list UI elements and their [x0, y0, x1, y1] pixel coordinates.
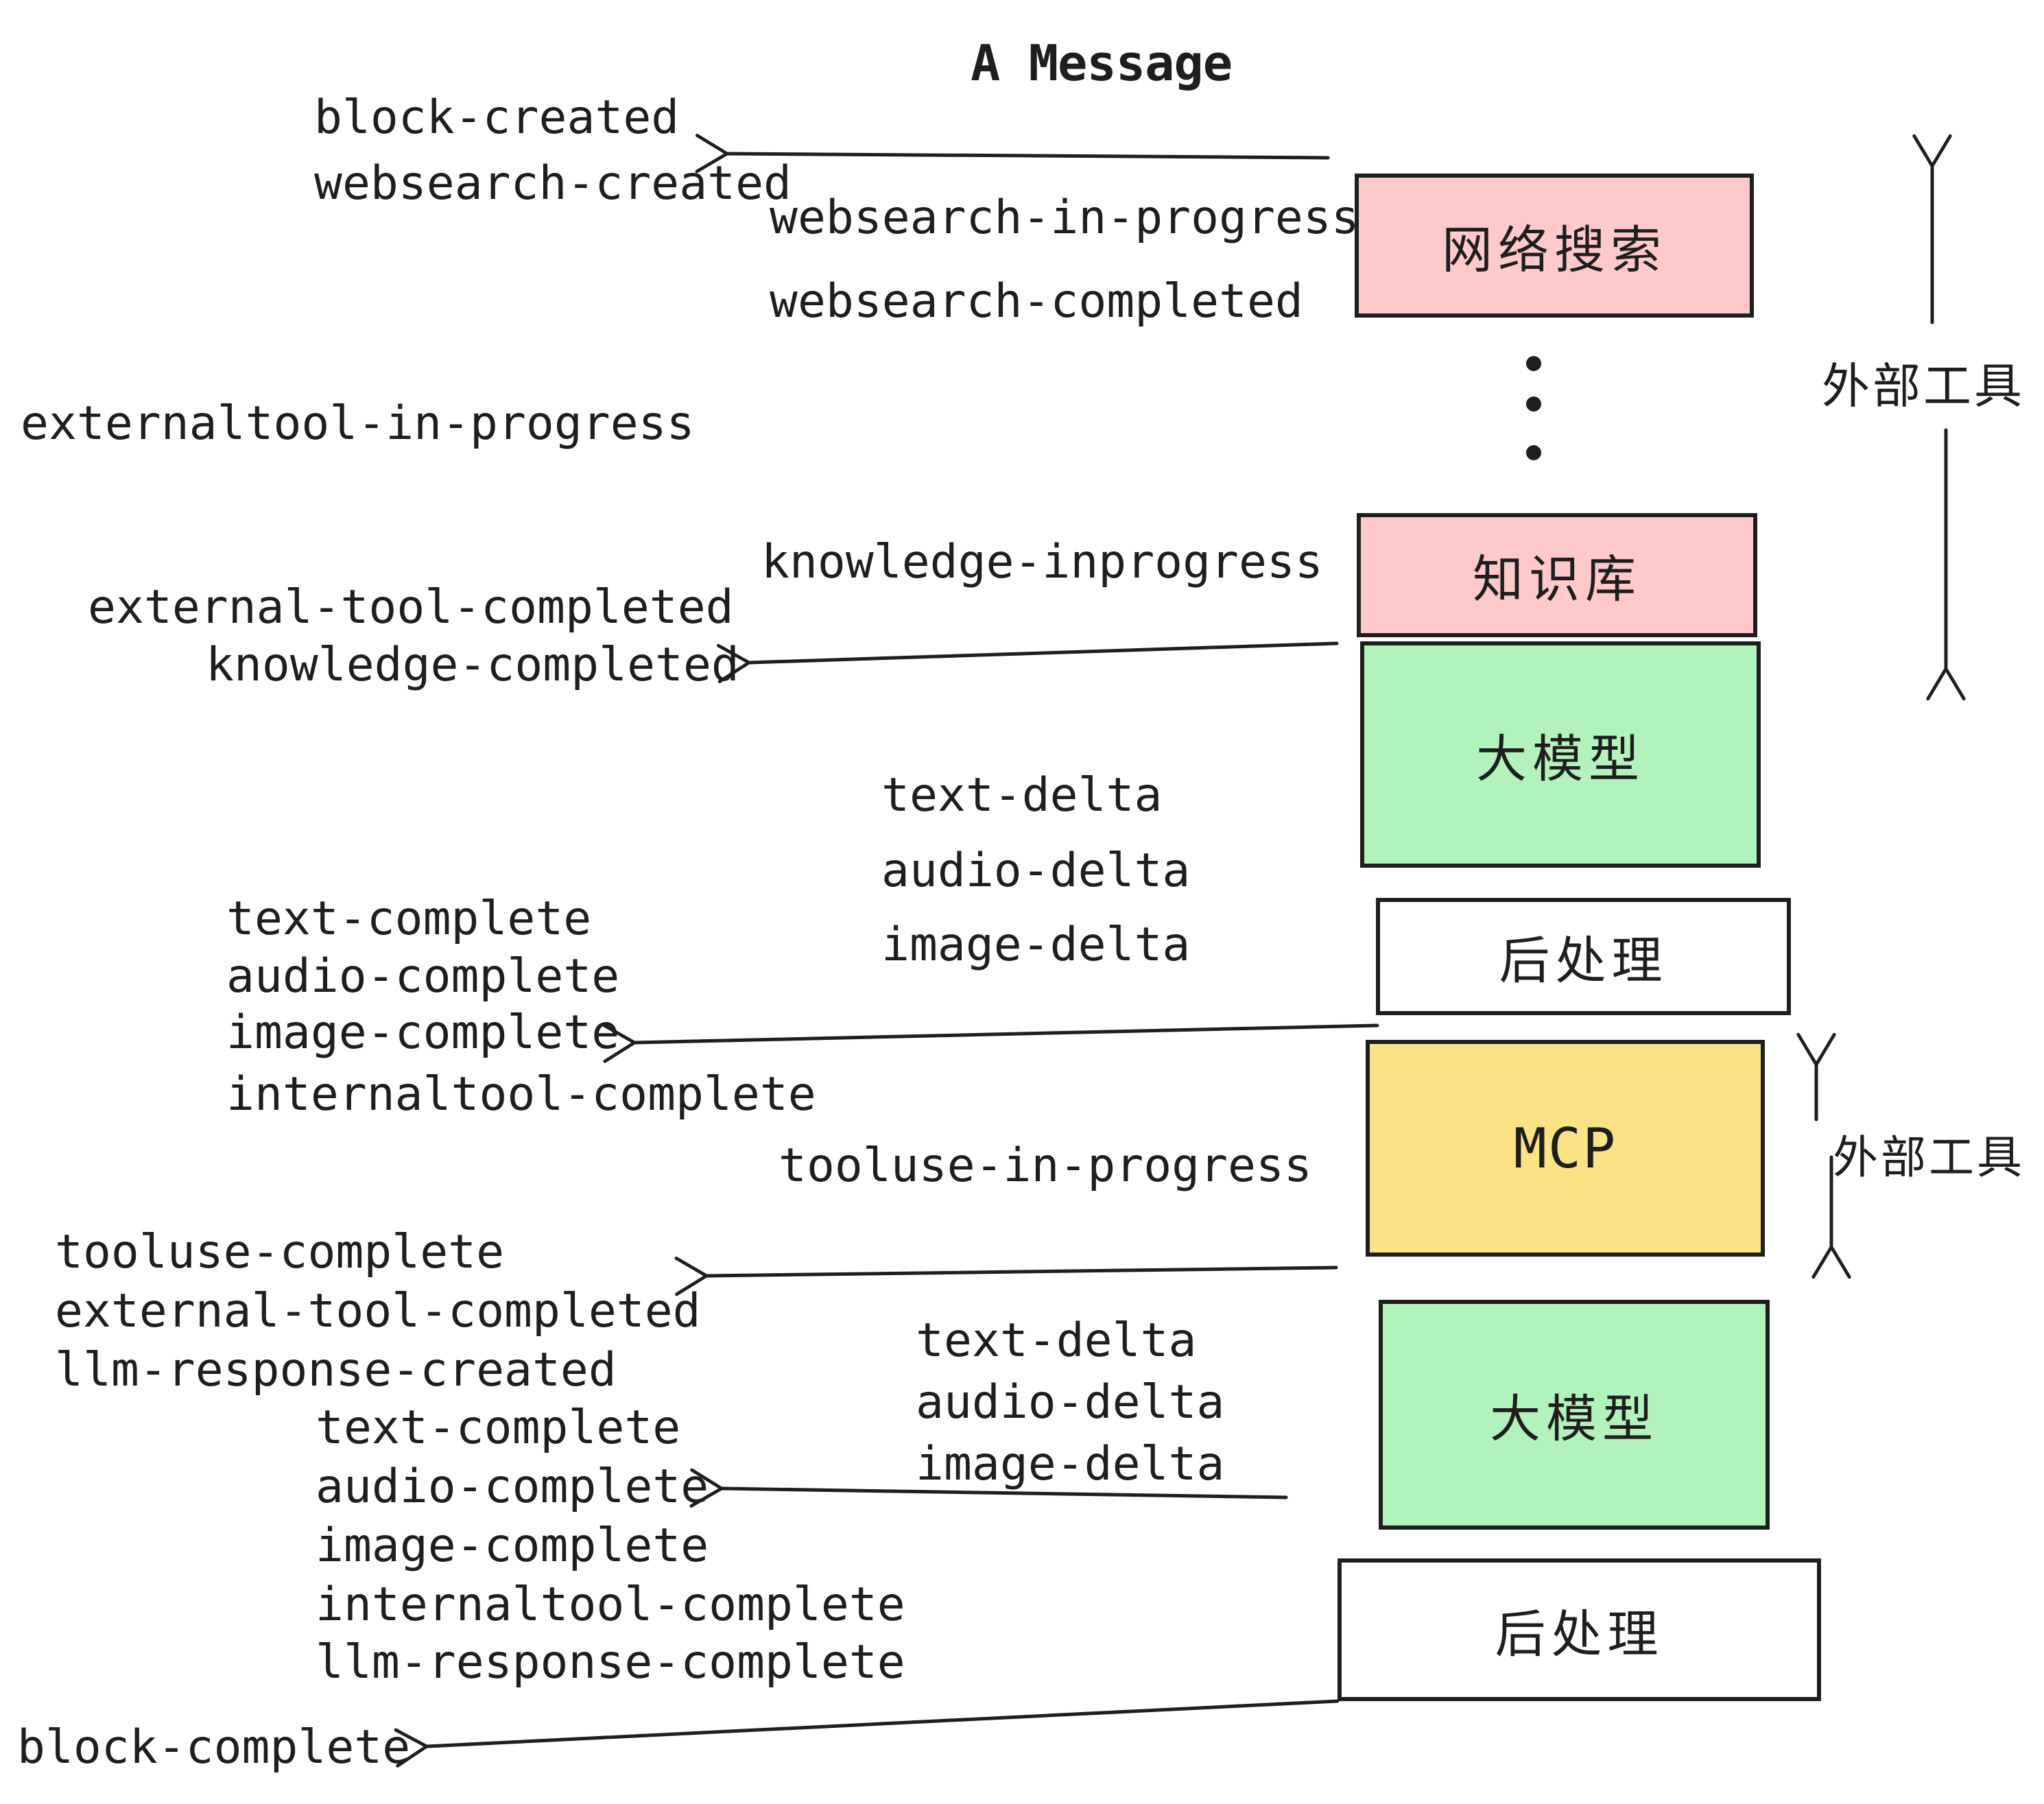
event-text-complete-2: text-complete: [316, 1401, 681, 1455]
event-block-complete: block-complete: [17, 1720, 411, 1775]
node-llm-1: 大模型: [1360, 641, 1761, 868]
arrow-postprocess-to-complete-icon: [602, 1023, 1379, 1063]
node-llm-1-label: 大模型: [1476, 729, 1645, 789]
event-websearch-in-progress: websearch-in-progress: [770, 191, 1359, 245]
event-image-complete-1: image-complete: [226, 1006, 620, 1060]
event-audio-complete-2: audio-complete: [316, 1460, 709, 1514]
node-websearch-label: 网络搜索: [1442, 220, 1667, 280]
event-audio-delta-2: audio-delta: [916, 1375, 1225, 1429]
ellipsis-dots-icon: [1526, 356, 1541, 460]
node-mcp: MCP: [1366, 1040, 1765, 1257]
node-postprocess-1-label: 后处理: [1499, 931, 1668, 990]
node-mcp-label: MCP: [1513, 1116, 1617, 1180]
event-image-delta-2: image-delta: [916, 1437, 1225, 1491]
event-block-created: block-created: [314, 91, 680, 145]
arrow-llm2-to-audio-complete-icon: [689, 1468, 1288, 1508]
node-postprocess-2: 后处理: [1338, 1558, 1821, 1701]
event-text-delta-1: text-delta: [881, 768, 1163, 822]
external-tools-label-top: 外部工具: [1822, 358, 2025, 414]
event-knowledge-completed: knowledge-completed: [206, 638, 739, 692]
event-tooluse-in-progress: tooluse-in-progress: [779, 1139, 1312, 1193]
external-tools-label-mid: 外部工具: [1833, 1131, 2025, 1184]
event-text-complete-1: text-complete: [226, 892, 592, 946]
node-postprocess-1: 后处理: [1376, 898, 1791, 1015]
page-title: A Message: [971, 34, 1233, 92]
event-knowledge-inprogress: knowledge-inprogress: [761, 535, 1323, 589]
arrow-websearch-to-block-created-icon: [695, 134, 1330, 174]
arrow-mcp-to-tooluse-complete-icon: [674, 1256, 1338, 1296]
arrow-knowledge-to-completed-icon: [717, 641, 1339, 684]
node-llm-2: 大模型: [1379, 1300, 1770, 1530]
event-internaltool-complete-1: internaltool-complete: [226, 1067, 816, 1121]
event-internaltool-complete-2: internaltool-complete: [316, 1578, 905, 1632]
event-audio-delta-1: audio-delta: [881, 844, 1191, 898]
node-postprocess-2-label: 后处理: [1495, 1604, 1664, 1664]
event-llm-response-complete: llm-response-complete: [316, 1635, 905, 1689]
event-audio-complete-1: audio-complete: [226, 949, 620, 1004]
event-text-delta-2: text-delta: [916, 1314, 1197, 1368]
event-tooluse-complete: tooluse-complete: [55, 1225, 505, 1279]
event-external-tool-completed-2: external-tool-completed: [55, 1284, 701, 1338]
arrow-postprocess2-to-block-complete-icon: [394, 1699, 1340, 1768]
event-external-tool-completed-1: external-tool-completed: [88, 580, 734, 634]
node-websearch: 网络搜索: [1355, 174, 1754, 318]
event-externaltool-in-progress: externaltool-in-progress: [21, 396, 695, 451]
event-image-complete-2: image-complete: [316, 1519, 709, 1573]
node-llm-2-label: 大模型: [1490, 1390, 1659, 1449]
event-websearch-completed: websearch-completed: [770, 274, 1303, 329]
node-knowledge-base-label: 知识库: [1473, 550, 1641, 609]
node-knowledge-base: 知识库: [1357, 513, 1757, 637]
event-image-delta-1: image-delta: [881, 918, 1191, 972]
event-llm-response-created: llm-response-created: [55, 1343, 617, 1397]
